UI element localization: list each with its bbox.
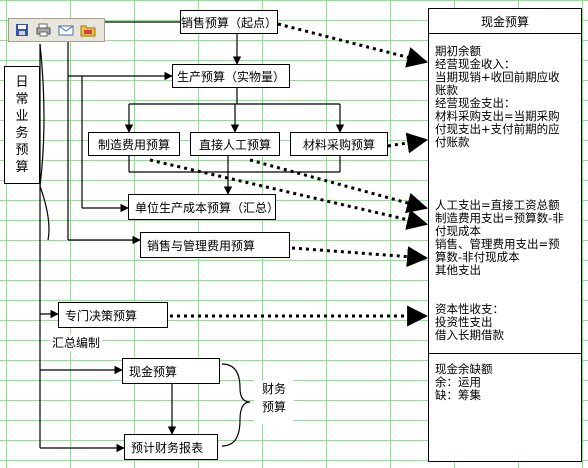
material-budget-box: 材料采购预算 xyxy=(290,132,388,156)
cash-budget-box: 现金预算 xyxy=(122,358,220,384)
cash-section-expenses: 人工支出=直接工资总额 制造费用支出=预算数-非 付现成本 销售、管理费用支出=… xyxy=(435,198,564,277)
toolbar xyxy=(8,18,105,42)
cash-section-balance: 现金余缺额 余：运用 缺：筹集 xyxy=(435,362,493,402)
cash-section-capital: 资本性收支： 投资性支出 借入长期借款 xyxy=(435,302,504,342)
mail-icon[interactable] xyxy=(58,22,74,38)
folder-icon[interactable] xyxy=(80,22,96,38)
special-decision-budget-box: 专门决策预算 xyxy=(58,302,168,328)
financial-statements-box: 预计财务报表 xyxy=(124,434,218,460)
daily-business-budget-label: 日 常 业 务 预 算 xyxy=(4,66,40,184)
summary-label: 汇总编制 xyxy=(50,334,103,351)
unit-cost-budget-box: 单位生产成本预算（汇总） xyxy=(128,194,279,220)
cash-panel-title: 现金预算 xyxy=(429,9,581,34)
cash-budget-panel: 现金预算 期初余额 经营现金收入： 当期现销+收回前期应收 账款 经营现金支出：… xyxy=(428,8,582,462)
financial-budget-label: 财务 预算 xyxy=(254,380,294,424)
overhead-budget-box: 制造费用预算 xyxy=(88,132,180,156)
save-icon[interactable] xyxy=(14,22,30,38)
cash-panel-divider xyxy=(429,353,581,354)
print-icon[interactable] xyxy=(36,22,52,38)
cash-section-operating: 期初余额 经营现金收入： 当期现销+收回前期应收 账款 经营现金支出： 材料采购… xyxy=(435,44,560,149)
sales-budget-box: 销售预算（起点） xyxy=(180,10,278,34)
production-budget-box: 生产预算（实物量） xyxy=(172,64,290,88)
sales-admin-budget-box: 销售与管理费用预算 xyxy=(140,232,290,258)
labor-budget-box: 直接人工预算 xyxy=(190,132,280,156)
